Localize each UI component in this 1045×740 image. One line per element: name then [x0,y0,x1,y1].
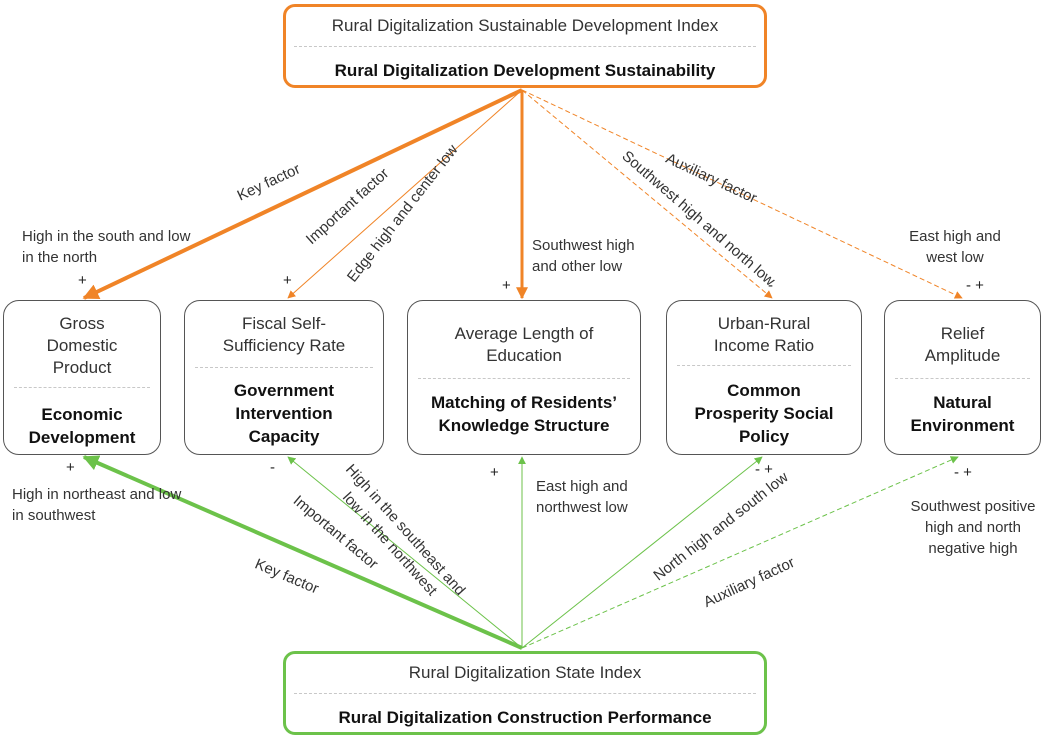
factor-divider [677,365,851,366]
top-sign-gdp: + [78,272,87,289]
factor-dimension: Common Prosperity Social Policy [694,381,834,446]
factor-indicator: Fiscal Self-Sufficiency Rate [222,314,346,355]
factor-divider [195,367,373,368]
top-sign-fiscal: + [283,272,292,289]
top-pattern-label-relief: East high and west low [909,228,1001,266]
top-sign-income: - [768,277,773,294]
factor-indicator: Average Length of Education [454,324,594,365]
top-sign-education: + [502,277,511,294]
bottom-sign-income: - + [755,461,773,478]
important-factor-link-bottom [287,456,523,649]
key-factor-link-top [82,88,523,300]
bottom-pattern-label-relief: Southwest positive high and north negati… [910,498,1036,557]
factor-dimension: Economic Development [28,405,136,447]
factor-box-common-prosperity: Urban-Rural Income Ratio Common Prosperi… [666,300,862,455]
top-pattern-label-education: Southwest high and other low [532,237,635,275]
top-pattern-label-gdp: High in the south and low in the north [22,228,191,266]
auxiliary-factor-link-top-5 [521,89,963,299]
factor-divider [418,378,630,379]
auxiliary-factor-link-bottom-5 [521,456,959,649]
sustainable-development-index-box: Rural Digitalization Sustainable Develop… [283,4,767,88]
important-factor-link-top [287,89,523,299]
factor-box-economic-development: Gross Domestic Product Economic Developm… [3,300,161,455]
bottom-sign-education: + [490,464,499,481]
bottom-box-divider [294,693,756,694]
factor-dimension: Natural Environment [910,393,1015,435]
factor-box-natural-environment: Relief Amplitude Natural Environment [884,300,1041,455]
factor-dimension: Government Intervention Capacity [233,381,335,446]
key-factor-link-bottom [82,455,523,650]
top-index-label: Rural Digitalization Sustainable Develop… [331,16,719,35]
bottom-pattern-label-education: East high and northwest low [536,478,628,516]
auxiliary-factor-link-top-4 [521,89,773,299]
bottom-sign-relief: - + [954,464,972,481]
top-box-divider [294,46,756,47]
top-concept-label: Rural Digitalization Development Sustain… [334,61,716,80]
bottom-index-label: Rural Digitalization State Index [408,663,642,682]
bottom-concept-label: Rural Digitalization Construction Perfor… [338,708,712,727]
factor-box-knowledge-structure: Average Length of Education Matching of … [407,300,641,455]
factor-indicator: Gross Domestic Product [46,314,118,377]
bottom-sign-gdp: + [66,459,75,476]
top-sign-relief: - + [966,277,984,294]
factor-indicator: Urban-Rural Income Ratio [713,314,815,355]
factor-divider [895,378,1030,379]
factor-indicator: Relief Amplitude [924,324,1001,365]
factor-dimension: Matching of Residents’ Knowledge Structu… [430,393,618,435]
state-index-box: Rural Digitalization State Index Rural D… [283,651,767,735]
auxiliary-factor-link-bottom-4 [521,456,763,649]
factor-divider [14,387,150,388]
bottom-pattern-label-gdp: High in northeast and low in southwest [12,486,182,524]
factor-box-government-intervention: Fiscal Self-Sufficiency Rate Government … [184,300,384,455]
bottom-sign-fiscal: - [270,459,275,476]
